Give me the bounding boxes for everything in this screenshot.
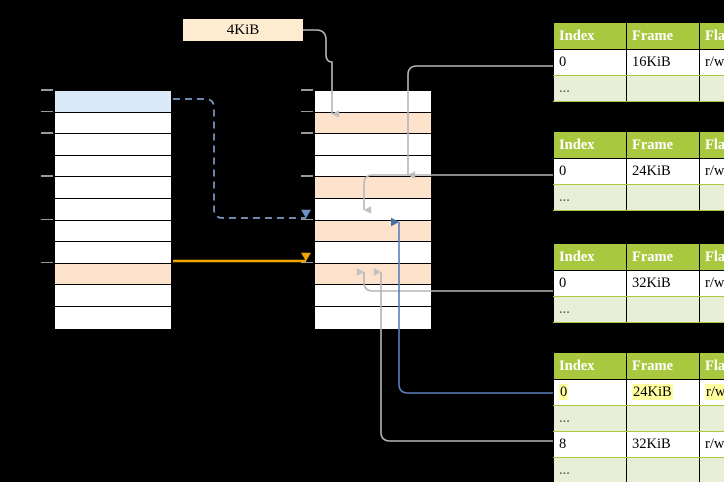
column-header-flags: Flags (699, 243, 724, 271)
table-cell (626, 457, 700, 482)
memory-row[interactable] (55, 155, 171, 178)
row-tick-mark (301, 89, 313, 91)
column-header-flags: Flags (699, 22, 724, 50)
memory-row[interactable] (55, 177, 171, 199)
memory-row[interactable] (55, 91, 171, 113)
table-cell: 0 (553, 49, 627, 76)
table-row[interactable]: ... (553, 405, 724, 432)
memory-row[interactable] (315, 285, 431, 307)
table-row[interactable]: ... (553, 75, 724, 102)
column-header-index: Index (553, 131, 627, 159)
column-header-flags: Flags (699, 131, 724, 159)
page-table-2: IndexFrameFlags024KiBr/w... (553, 131, 724, 211)
row-tick-mark (301, 261, 313, 264)
table-cell (699, 184, 724, 211)
table-cell (699, 405, 724, 432)
table-cell: 24KiB (626, 158, 700, 185)
column-header-index: Index (553, 22, 627, 50)
row-tick-mark (41, 175, 53, 177)
column-header-index: Index (553, 352, 627, 380)
row-tick-mark (301, 175, 313, 177)
page-table-4: IndexFrameFlags024KiBr/w...832KiBr/w... (553, 352, 724, 482)
column-header-flags: Flags (699, 352, 724, 380)
memory-row[interactable] (315, 306, 431, 329)
column-header-frame: Frame (626, 22, 700, 50)
table-header-row: IndexFrameFlags (553, 22, 724, 50)
memory-row[interactable] (55, 285, 171, 307)
table-cell (626, 405, 700, 432)
table-cell: r/w (699, 49, 724, 76)
table-cell: 16KiB (626, 49, 700, 76)
table-cell (699, 457, 724, 482)
row-tick-mark (301, 218, 313, 221)
table-cell: 0 (553, 270, 627, 297)
table-cell: r/w (699, 379, 724, 406)
memory-row[interactable] (55, 263, 171, 286)
column-header-frame: Frame (626, 243, 700, 271)
table-cell: 0 (553, 379, 627, 406)
table-cell: r/w (699, 431, 724, 458)
row-tick-mark (41, 218, 53, 221)
table-cell: 24KiB (626, 379, 700, 406)
table-cell: r/w (699, 158, 724, 185)
table-cell (626, 75, 700, 102)
table-cell: 32KiB (626, 431, 700, 458)
table-cell (626, 296, 700, 323)
memory-row[interactable] (55, 112, 171, 135)
table-cell: ... (553, 457, 627, 482)
table-cell: ... (553, 296, 627, 323)
table-row[interactable]: ... (553, 296, 724, 323)
table-header-row: IndexFrameFlags (553, 352, 724, 380)
row-tick-mark (41, 261, 53, 264)
memory-row[interactable] (315, 91, 431, 113)
memory-row[interactable] (315, 198, 431, 221)
table-cell: 0 (553, 158, 627, 185)
memory-row[interactable] (315, 220, 431, 243)
column-header-index: Index (553, 243, 627, 271)
page-directory-column (53, 89, 173, 329)
row-tick-mark (41, 132, 53, 134)
column-header-frame: Frame (626, 131, 700, 159)
table-cell: 32KiB (626, 270, 700, 297)
table-row[interactable]: ... (553, 184, 724, 211)
table-cell (699, 296, 724, 323)
table-cell: ... (553, 184, 627, 211)
table-cell (699, 75, 724, 102)
table-cell: 8 (553, 431, 627, 458)
memory-row[interactable] (55, 242, 171, 264)
page-table-memory-column (313, 89, 433, 329)
memory-row[interactable] (315, 263, 431, 286)
table-cell: ... (553, 75, 627, 102)
table-cell: r/w (699, 270, 724, 297)
memory-row[interactable] (55, 220, 171, 243)
row-tick-mark (301, 132, 313, 134)
table-cell (626, 184, 700, 211)
memory-row[interactable] (55, 198, 171, 221)
memory-row[interactable] (55, 134, 171, 156)
table-header-row: IndexFrameFlags (553, 243, 724, 271)
row-tick-mark (41, 89, 53, 91)
memory-row[interactable] (315, 155, 431, 178)
memory-row[interactable] (315, 242, 431, 264)
table-header-row: IndexFrameFlags (553, 131, 724, 159)
table-cell: ... (553, 405, 627, 432)
size-label-4kib: 4KiB (183, 19, 303, 41)
row-tick-mark (301, 110, 313, 113)
page-table-3: IndexFrameFlags032KiBr/w... (553, 243, 724, 323)
memory-row[interactable] (315, 112, 431, 135)
memory-row[interactable] (55, 306, 171, 329)
memory-row[interactable] (315, 177, 431, 199)
memory-row[interactable] (315, 134, 431, 156)
page-table-1: IndexFrameFlags016KiBr/w... (553, 22, 724, 102)
table-row[interactable]: ... (553, 457, 724, 482)
column-header-frame: Frame (626, 352, 700, 380)
row-tick-mark (41, 110, 53, 113)
